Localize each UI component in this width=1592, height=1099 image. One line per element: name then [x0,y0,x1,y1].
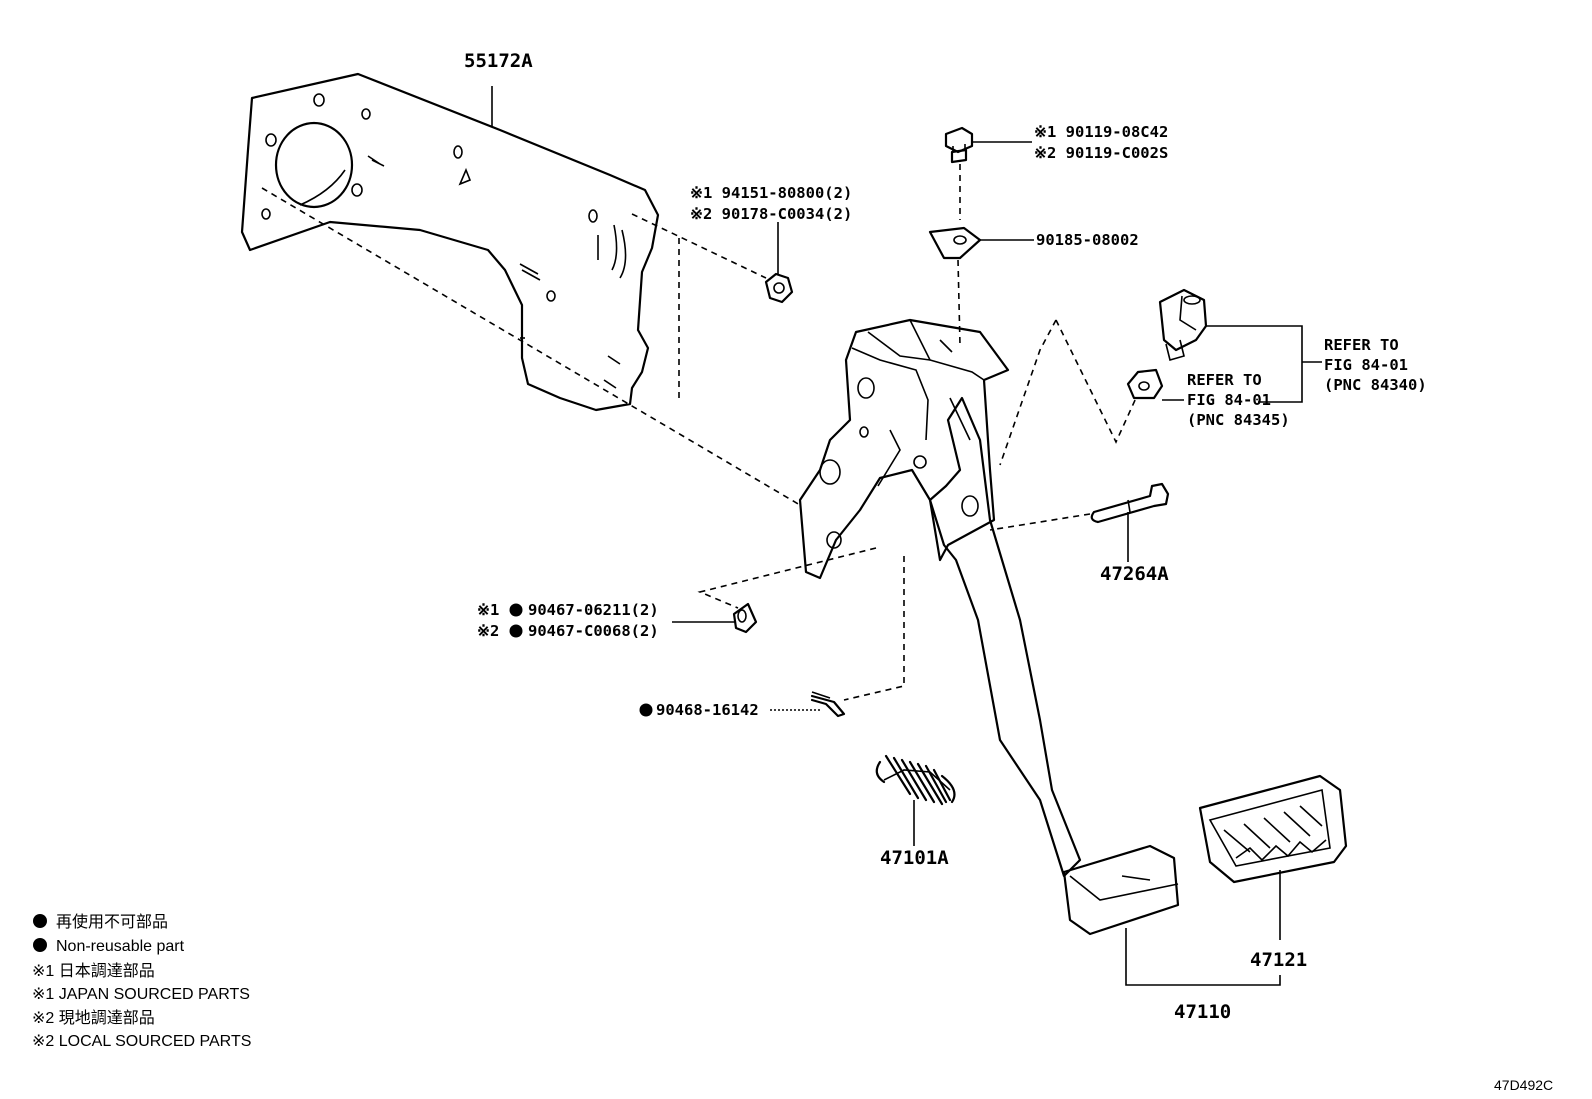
non-reusable-mark-icon [33,914,47,928]
pedal-support-bracket[interactable] [798,318,1010,580]
label-clip-refer-1: REFER TO [1187,371,1262,389]
non-reusable-mark-icon [509,603,523,617]
return-spring-47101a[interactable] [875,754,956,806]
stop-lamp-switch[interactable] [1158,288,1208,361]
label-nut-clip: 90185-08002 [1036,231,1139,249]
stop-lamp-switch-clip[interactable] [1126,368,1164,400]
label-switch-refer-1: REFER TO [1324,336,1399,354]
legend-local-sourced-jp: ※2 現地調達部品 [32,1009,155,1027]
label-pin: 47264A [1100,563,1169,585]
label-bushing-2: 90467-C0068(2) [528,622,659,640]
non-reusable-mark-icon [639,703,653,717]
label-bolt-1: ※1 90119-08C42 [1034,123,1168,141]
non-reusable-mark-icon [509,624,523,638]
non-reusable-mark-icon [33,938,47,952]
flange-nut[interactable] [764,272,794,304]
label-switch-refer-3: (PNC 84340) [1324,376,1427,394]
legend-non-reusable-jp: 再使用不可部品 [56,913,168,931]
pedal-pad-47121[interactable] [1198,774,1348,884]
pedal-pin-47264a[interactable] [1090,482,1170,524]
label-bushing-1: 90467-06211(2) [528,601,659,619]
label-bolt-2: ※2 90119-C002S [1034,144,1168,162]
label-cotter-pin: 90468-16142 [656,701,759,719]
bracket-55172a[interactable] [240,72,660,412]
legend: 再使用不可部品 Non-reusable part ※1 日本調達部品 ※1 J… [32,913,251,1050]
label-nut-2: ※2 90178-C0034(2) [690,205,852,223]
legend-japan-sourced-jp: ※1 日本調達部品 [32,962,155,980]
label-clip-refer-3: (PNC 84345) [1187,411,1290,429]
label-spring: 47101A [880,847,949,869]
label-pedal-assembly: 47110 [1174,1001,1231,1023]
label-nut-1: ※1 94151-80800(2) [690,184,852,202]
bolt-90119[interactable] [944,126,974,164]
brake-pedal-arm-47110[interactable] [928,396,1180,936]
label-bushing-1-prefix: ※1 [477,601,499,619]
legend-local-sourced-en: ※2 LOCAL SOURCED PARTS [32,1033,251,1050]
label-switch-refer-2: FIG 84-01 [1324,356,1408,374]
label-clip-refer-2: FIG 84-01 [1187,391,1271,409]
label-pedal-pad: 47121 [1250,949,1307,971]
figure-code: 47D492C [1494,1077,1553,1093]
legend-non-reusable-en: Non-reusable part [56,938,185,955]
label-bushing-2-prefix: ※2 [477,622,499,640]
label-55172a: 55172A [464,50,533,72]
pedal-bushing-90467[interactable] [732,602,758,634]
legend-japan-sourced-en: ※1 JAPAN SOURCED PARTS [32,986,250,1003]
nut-clip-90185-08002[interactable] [928,226,982,260]
clip-pin-90468-16142[interactable] [810,691,846,718]
